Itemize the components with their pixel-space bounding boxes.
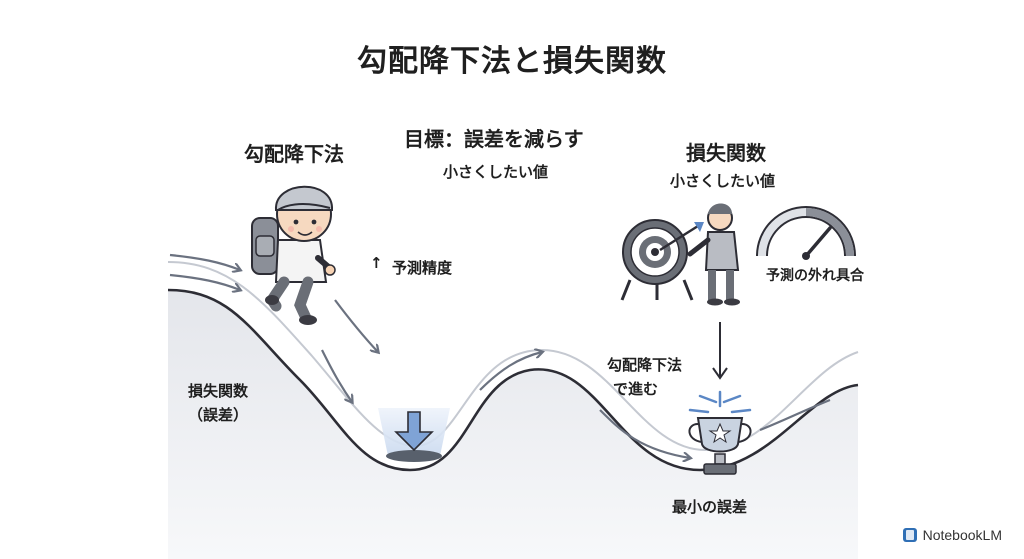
step-label-line2: で進む — [613, 380, 659, 398]
curve-label-line1: 損失関数 — [188, 382, 249, 400]
gauge-label: 予測の外れ具合 — [766, 268, 864, 284]
goal-title: 目標：誤差を減らす — [404, 127, 584, 151]
notebooklm-branding: NotebookLM — [902, 527, 1002, 543]
page-title: 勾配降下法と損失関数 — [357, 44, 667, 79]
flow-arrow — [599, 409, 690, 458]
loss-function-subtitle: 小さくしたい値 — [670, 172, 776, 190]
flow-arrow — [169, 273, 240, 290]
trophy-icon — [688, 390, 752, 475]
step-arrow — [712, 322, 728, 380]
person-icon — [687, 203, 740, 306]
flow-arrow — [321, 349, 352, 402]
loss-surface — [168, 290, 858, 559]
branding-text: NotebookLM — [922, 527, 1002, 543]
hiker-label: 勾配降下法 — [244, 142, 344, 166]
dart-icon — [659, 222, 704, 252]
hiker-character — [251, 185, 336, 325]
goal-subtitle: 小さくしたい値 — [443, 163, 549, 181]
flow-arrow — [759, 398, 831, 432]
flow-arrow — [169, 253, 240, 270]
minimum-error-label: 最小の誤差 — [672, 498, 748, 516]
gauge-icon — [756, 206, 856, 260]
curve-label-line2: （誤差） — [188, 406, 249, 424]
target-icon — [620, 219, 694, 301]
flow-arrow — [334, 299, 378, 352]
loss-function-title: 損失関数 — [686, 141, 766, 165]
flow-arrow — [479, 352, 542, 391]
notebook-icon — [902, 528, 917, 542]
step-label-line1: 勾配降下法 — [607, 356, 683, 374]
precision-arrow: ↑ — [370, 254, 383, 272]
precision-label: 予測精度 — [392, 259, 453, 277]
down-arrow-icon — [378, 408, 450, 462]
